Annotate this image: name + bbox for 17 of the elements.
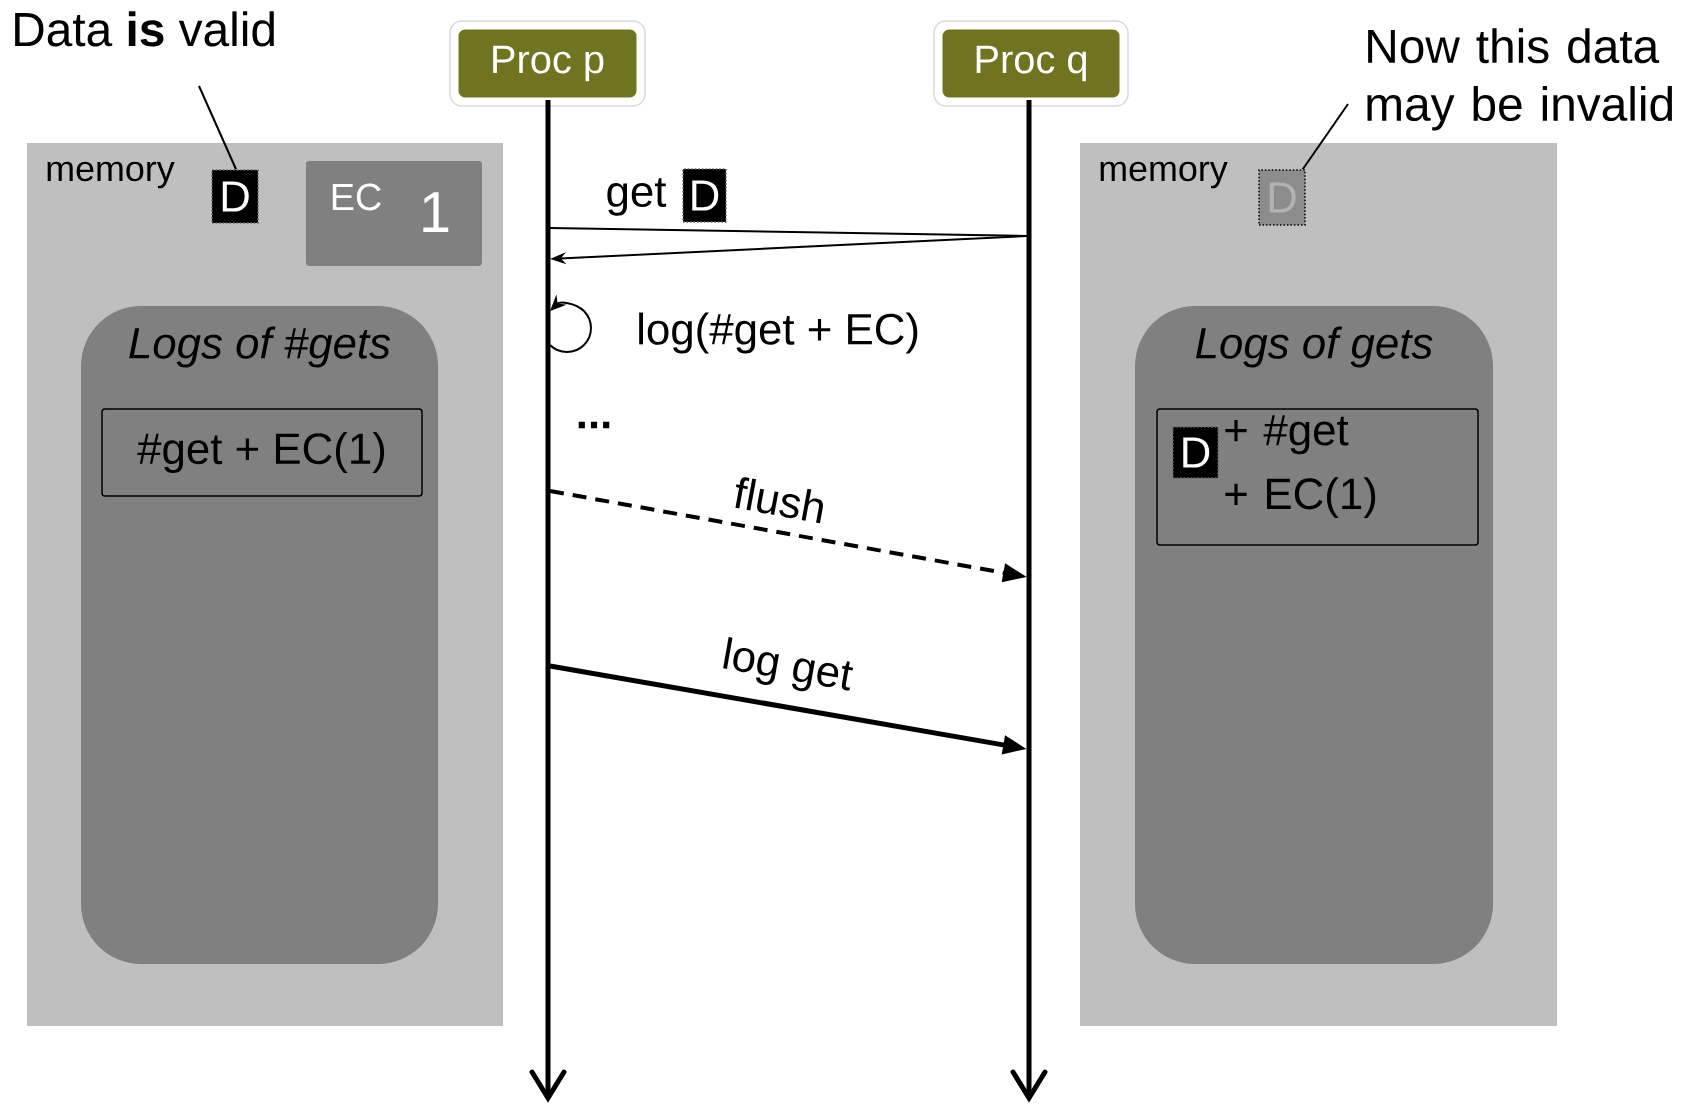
edge-label: get — [607, 178, 667, 216]
callout-text: Data is valid — [15, 11, 274, 47]
leader-line — [198, 85, 237, 171]
data-block: D — [682, 168, 727, 223]
counter-box: EC 1 — [306, 161, 482, 266]
process-box: Proc q — [933, 20, 1129, 107]
edge-label: log get — [723, 637, 854, 692]
log-entry-box: #get + EC(1) — [101, 408, 423, 497]
callout-text: Now this data may be invalid — [1367, 28, 1673, 131]
leader-line — [1301, 103, 1349, 171]
data-block: D — [211, 169, 259, 224]
process-box: Proc p — [449, 20, 646, 107]
edge-label: flush — [735, 477, 823, 524]
data-block: D — [1172, 426, 1219, 479]
lifeline — [1010, 100, 1048, 1103]
edge-label: log(#get + EC) — [639, 312, 918, 354]
lifeline — [529, 100, 567, 1103]
